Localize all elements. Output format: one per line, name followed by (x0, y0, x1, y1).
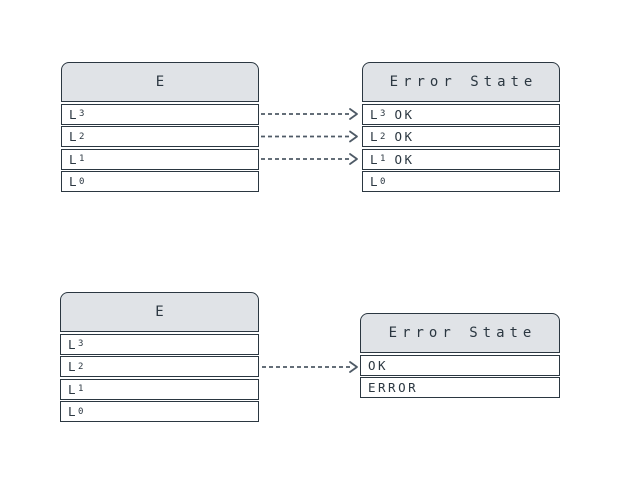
arrow-e-l1-to-error-state-l1 (261, 153, 358, 165)
arrow-e-l2-to-error-state-ok (262, 361, 358, 373)
row-label-base: L (69, 129, 80, 144)
table-error-state-bottom: Error State OK ERROR (360, 313, 560, 398)
table-title: E (61, 62, 259, 102)
row-label-base: L (68, 336, 79, 352)
arrow-e-l2-to-error-state-l2 (261, 130, 358, 143)
row-status: ERROR (368, 380, 419, 395)
row-label-base: L (69, 106, 80, 122)
table-row: ERROR (360, 377, 560, 398)
row-label-base: L (69, 151, 80, 167)
row-label-base: L (68, 404, 79, 419)
row-label-base: L (370, 129, 381, 144)
arrow-e-l3-to-error-state-l3 (261, 108, 358, 120)
row-status: OK (368, 357, 389, 373)
table-title: Error State (360, 313, 560, 353)
row-label-base: L (370, 151, 381, 167)
row-label-base: L (68, 359, 79, 374)
table-row: OK (360, 354, 560, 376)
row-status: OK (394, 151, 415, 167)
row-label-base: L (69, 174, 80, 189)
row-status: OK (394, 106, 415, 122)
row-status: OK (394, 129, 415, 144)
row-label-base: L (68, 381, 79, 397)
table-title: E (60, 292, 259, 332)
row-label-base: L (370, 106, 381, 122)
table-title: Error State (362, 62, 560, 102)
row-label-base: L (370, 174, 381, 189)
